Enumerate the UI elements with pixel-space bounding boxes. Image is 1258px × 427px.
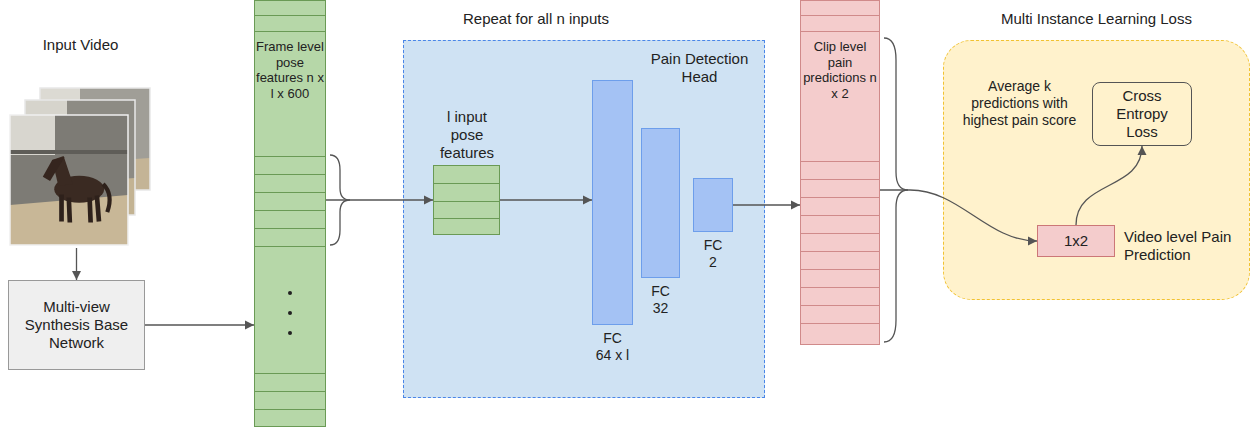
row-divider [801, 287, 879, 288]
feature-column: Frame level pose features n x l x 600 [254, 0, 326, 427]
row-divider [255, 409, 325, 410]
node-label: Clip level pain predictions n x 2 [801, 39, 879, 101]
node-label: FC 2 [701, 237, 725, 271]
row-divider [255, 31, 325, 32]
row-divider [801, 197, 879, 198]
node-label: Repeat for all n inputs [463, 10, 609, 28]
arrow-connector [880, 190, 1037, 241]
ellipsis-dot [288, 291, 292, 295]
loss-box: Cross Entropy Loss [1092, 82, 1192, 146]
row-divider [255, 192, 325, 193]
row-divider [801, 269, 879, 270]
row-divider [255, 246, 325, 247]
row-divider [801, 323, 879, 324]
node-label: l input pose features [436, 108, 498, 162]
arrow-connector [145, 324, 254, 325]
row-divider [434, 201, 499, 202]
node-note: Average k predictions with highest pain … [957, 78, 1082, 128]
row-divider [255, 373, 325, 374]
node-label: Input Video [8, 36, 153, 54]
row-divider [801, 15, 879, 16]
arrow-connector [326, 199, 433, 200]
row-divider [434, 218, 499, 219]
arrow-connector [500, 199, 592, 200]
fc-layer: FC 64 x l [592, 80, 633, 325]
fc-layer: FC 32 [641, 128, 680, 278]
arrow-connector [1076, 146, 1142, 225]
row-divider [801, 161, 879, 162]
prediction-column: Clip level pain predictions n x 2 [800, 0, 880, 345]
node-label: FC 64 x l [595, 330, 631, 364]
row-divider [255, 391, 325, 392]
node-label: 1x2 [1064, 232, 1088, 250]
row-divider [255, 210, 325, 211]
arrow-connector [733, 204, 800, 205]
row-divider [801, 233, 879, 234]
feature-stack: l input pose features [433, 165, 500, 235]
node-label: Multi Instance Learning Loss [943, 10, 1250, 28]
row-divider [801, 305, 879, 306]
row-divider [801, 31, 879, 32]
process-box: Multi-view Synthesis Base Network [8, 280, 145, 370]
video-input: Input Video [8, 30, 153, 248]
ellipsis-dot [288, 311, 292, 315]
node-note: Video level Pain Prediction [1124, 228, 1236, 264]
arrow-connector [76, 248, 77, 280]
node-label: Frame level pose features n x l x 600 [255, 39, 325, 101]
output-box: 1x2Video level Pain Prediction [1037, 225, 1115, 257]
row-divider [255, 15, 325, 16]
row-divider [801, 251, 879, 252]
node-label: FC 32 [649, 283, 673, 317]
fc-layer: FC 2 [693, 178, 733, 232]
row-divider [801, 179, 879, 180]
row-divider [434, 183, 499, 184]
row-divider [255, 156, 325, 157]
node-note: Pain Detection Head [642, 50, 757, 86]
node-label: Cross Entropy Loss [1101, 87, 1183, 141]
ellipsis-dot [288, 331, 292, 335]
row-divider [255, 228, 325, 229]
video-frame [10, 115, 128, 245]
row-divider [255, 174, 325, 175]
node-label: Multi-view Synthesis Base Network [9, 298, 144, 352]
row-divider [801, 215, 879, 216]
loss-region: Multi Instance Learning LossAverage k pr… [943, 40, 1250, 300]
module-region: Repeat for all n inputsPain Detection He… [403, 40, 765, 398]
